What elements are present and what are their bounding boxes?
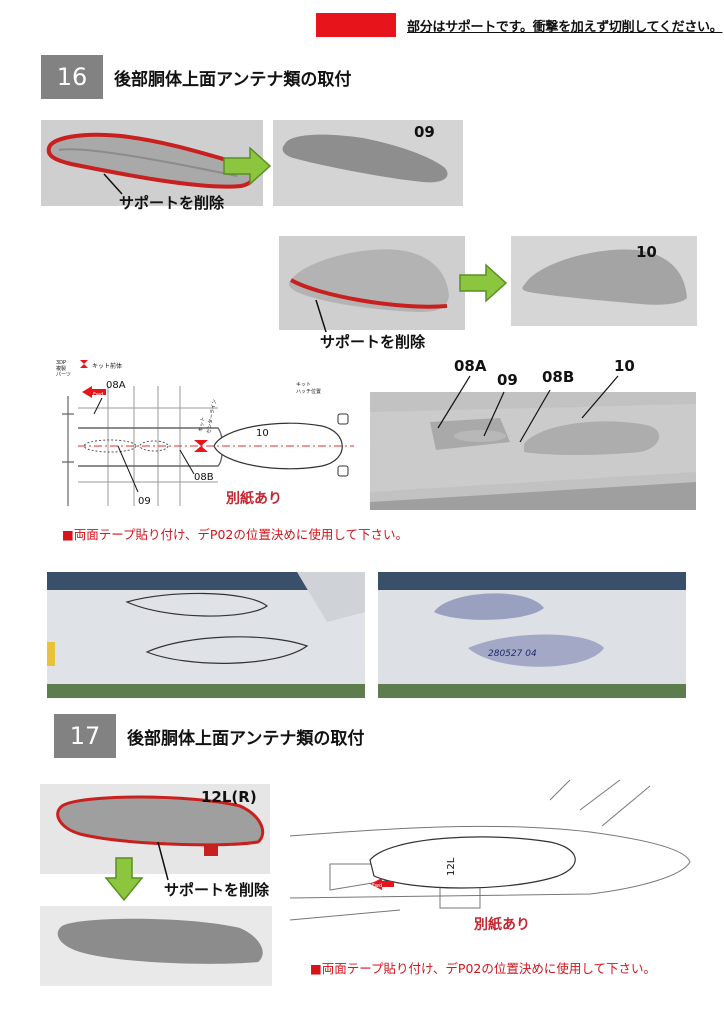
- photo-pointer-lines: [420, 370, 660, 450]
- diagram-label-parts: パーツ: [56, 372, 71, 378]
- pointer-line-12: [152, 840, 182, 884]
- diagram-label-09: 09: [138, 496, 151, 507]
- arrow-right-icon: [458, 263, 508, 303]
- arrow-right-icon: [222, 146, 272, 186]
- remove-support-label-09: サポートを削除: [119, 192, 224, 213]
- diagram17-label-12L: 12L: [446, 857, 457, 876]
- part-12-number: 12L(R): [201, 788, 257, 806]
- note-16: ■両面テープ貼り付け、デP02の位置決めに使用して下さい。: [62, 524, 408, 543]
- diagram-label-center-line: センターライン: [205, 399, 218, 435]
- diagram-label-08A: 08A: [106, 380, 126, 391]
- legend-text: 部分はサポートです。衝撃を加えず切削してください。: [407, 16, 722, 35]
- note-17: ■両面テープ貼り付け、デP02の位置決めに使用して下さい。: [310, 958, 656, 977]
- part-09-number: 09: [414, 123, 435, 141]
- pointer-line-10: [312, 298, 332, 334]
- arrow-down-icon: [104, 856, 144, 902]
- diagram-label-08B: 08B: [194, 472, 214, 483]
- part-10-number: 10: [636, 243, 657, 261]
- diagram-label-kit-hatch-1: キット: [296, 382, 311, 388]
- separate-sheet-label-16: 別紙あり: [226, 488, 282, 508]
- diagram-label-kit-front: キット前体: [92, 362, 122, 370]
- handwritten-marking: 280527 04: [488, 649, 537, 659]
- support-color-swatch: [316, 13, 396, 37]
- part-10-render: [511, 236, 697, 326]
- step-17-number: 17: [54, 714, 116, 758]
- diagram17-label-fwd: Fwd: [372, 883, 382, 889]
- photo-before-placement: [47, 572, 365, 698]
- placement-diagram-16: 3DP 複製 パーツ キット前体 Fwd 08A 08B 09 10 キット セ…: [48, 356, 366, 516]
- step-16-title: 後部胴体上面アンテナ類の取付: [114, 65, 351, 90]
- diagram-label-fukusei: 複製: [56, 365, 66, 372]
- step-16-number: 16: [41, 55, 103, 99]
- diagram-label-kit-center: キット: [198, 417, 207, 433]
- photo-after-placement: 280527 04: [378, 572, 686, 698]
- diagram-label-fwd: Fwd: [93, 392, 103, 398]
- step-17-title: 後部胴体上面アンテナ類の取付: [127, 724, 364, 749]
- remove-support-label-10: サポートを削除: [320, 331, 425, 352]
- separate-sheet-label-17: 別紙あり: [474, 914, 530, 934]
- pointer-line-09: [100, 172, 130, 196]
- part-12-render: [40, 906, 272, 986]
- part-10-with-support-render: [279, 236, 465, 330]
- diagram-label-10: 10: [256, 428, 269, 439]
- diagram-label-kit-hatch-2: ハッチ位置: [296, 388, 321, 395]
